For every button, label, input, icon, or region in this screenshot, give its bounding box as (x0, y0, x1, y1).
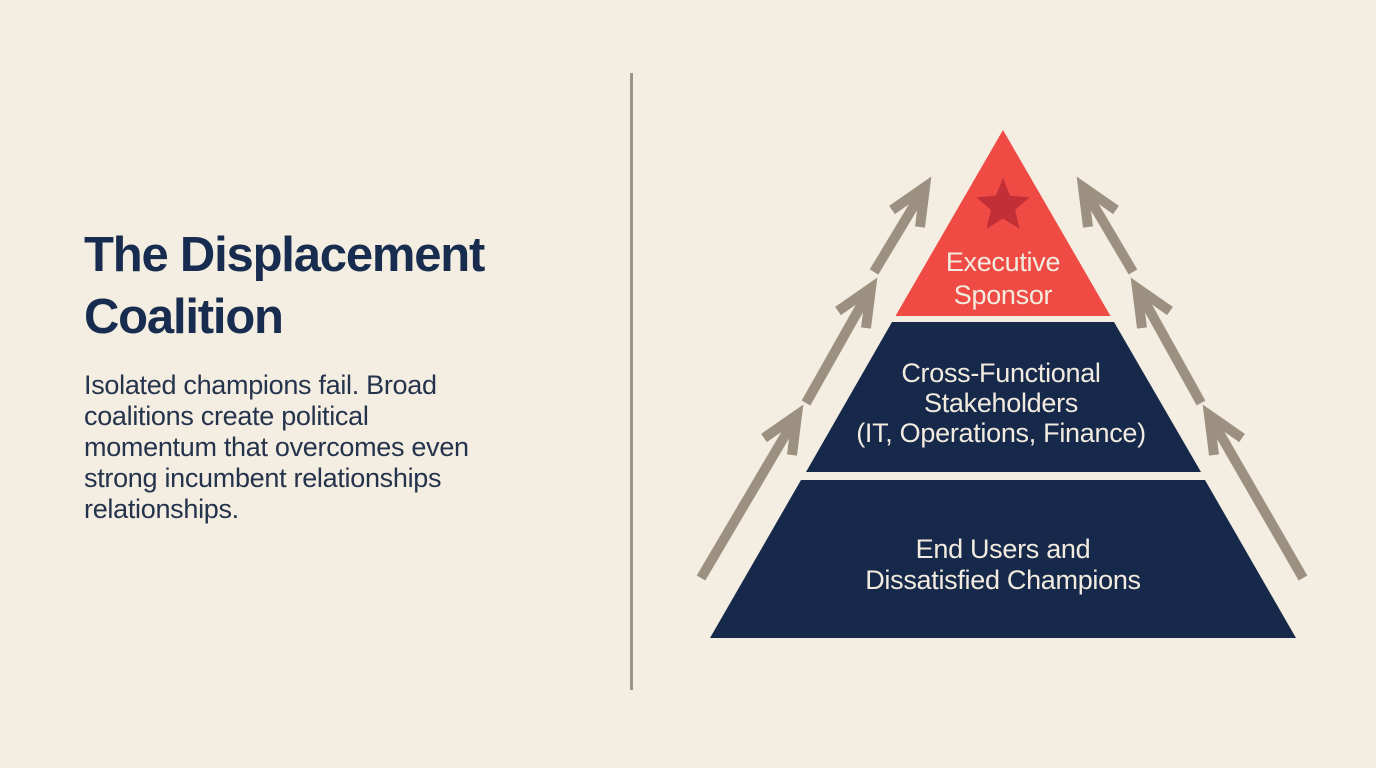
pyramid-tier-executive-sponsor (895, 130, 1111, 316)
left-text-panel: The Displacement Coalition (84, 224, 594, 348)
tier-label-executive-line2: Sponsor (954, 280, 1053, 310)
description-line: strong incumbent relationships (84, 463, 442, 493)
arrow-up-icon (1202, 404, 1308, 581)
description-line: momentum that overcomes even (84, 432, 469, 462)
arrow-up-icon (696, 404, 804, 581)
page-title: The Displacement Coalition (84, 228, 485, 344)
arrow-up-icon (1076, 176, 1138, 275)
pyramid-tier-end-users (710, 480, 1296, 638)
slide-description: Isolated champions fail. Broad coalition… (84, 370, 604, 525)
tier-label-stakeholders-line1: Cross-Functional (901, 358, 1100, 388)
vertical-divider (630, 73, 633, 690)
pyramid-tier-cross-functional-stakeholders (806, 322, 1201, 472)
description-line: Isolated champions fail. Broad (84, 370, 437, 400)
star-icon (976, 178, 1030, 229)
tier-label-executive-line1: Executive (946, 247, 1060, 277)
description-line: relationships. (84, 494, 239, 524)
arrow-up-icon (801, 277, 878, 406)
tier-label-endusers-line1: End Users and (916, 534, 1091, 564)
tier-label-stakeholders-line3: (IT, Operations, Finance) (856, 418, 1146, 448)
description-line: coalitions create political (84, 401, 369, 431)
arrow-up-icon (869, 176, 932, 275)
tier-label-endusers-line2: Dissatisfied Champions (865, 565, 1141, 595)
tier-label-stakeholders-line2: Stakeholders (924, 388, 1078, 418)
arrow-up-icon (1130, 277, 1206, 406)
